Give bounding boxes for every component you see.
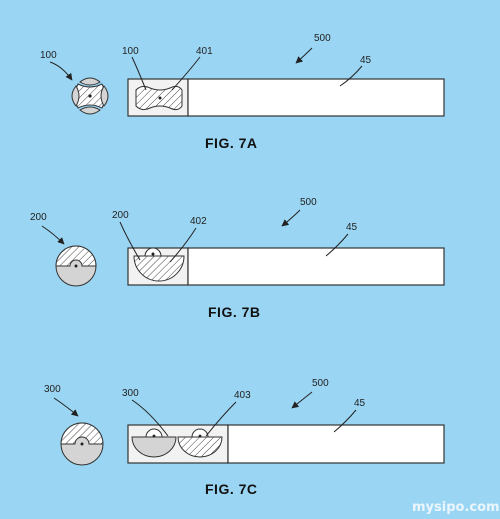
label-inserted-part: 300 — [122, 388, 139, 399]
figure-7a: 100 100 401 500 45 FIG. 7A — [40, 33, 445, 151]
watermark: mysipo.com — [412, 500, 500, 515]
rod-45 — [187, 78, 445, 117]
part-200-loose — [55, 245, 97, 287]
part-300-inserted-second — [177, 436, 223, 458]
figure-7b: 200 200 402 500 45 FIG. 7B — [30, 197, 445, 320]
label-loose-part: 200 — [30, 212, 47, 223]
rod-45 — [227, 424, 445, 464]
part-100-loose — [71, 77, 109, 115]
figure-caption: FIG. 7C — [205, 481, 258, 497]
label-assembly: 500 — [312, 378, 329, 389]
label-cavity: 401 — [196, 46, 213, 57]
figure-caption: FIG. 7B — [208, 304, 261, 320]
label-rod: 45 — [354, 398, 366, 409]
label-cavity: 403 — [234, 390, 251, 401]
label-rod: 45 — [346, 222, 358, 233]
label-assembly: 500 — [314, 33, 331, 44]
rod-45 — [187, 247, 445, 286]
part-300-loose — [60, 422, 104, 466]
part-200-inserted — [133, 255, 185, 282]
label-cavity: 402 — [190, 216, 207, 227]
part-300-inserted — [131, 436, 177, 458]
figure-7c: 300 300 403 500 45 FIG. 7C — [44, 378, 445, 497]
label-loose-part: 100 — [40, 50, 57, 61]
label-inserted-part: 100 — [122, 46, 139, 57]
label-inserted-part: 200 — [112, 210, 129, 221]
label-loose-part: 300 — [44, 384, 61, 395]
figure-caption: FIG. 7A — [205, 135, 258, 151]
label-assembly: 500 — [300, 197, 317, 208]
label-rod: 45 — [360, 55, 372, 66]
